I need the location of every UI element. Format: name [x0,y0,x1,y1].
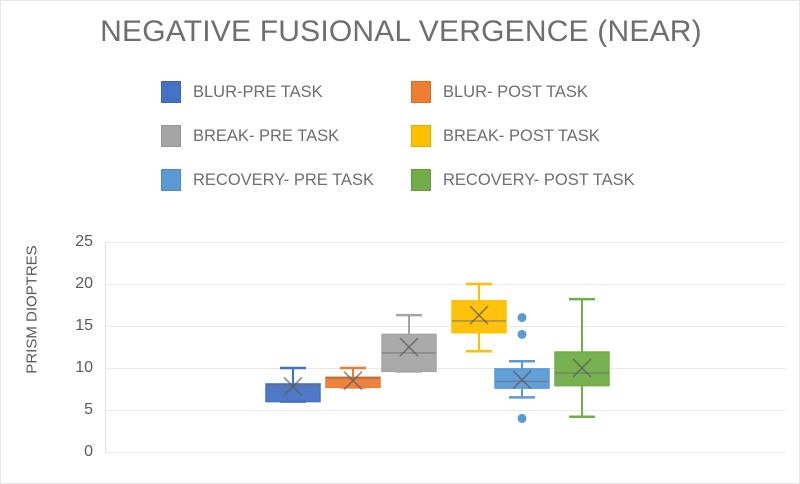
box-plot-1 [265,366,321,403]
legend-item[interactable]: BREAK- PRE TASK [161,123,339,149]
y-axis-tick-label: 0 [84,443,93,460]
legend-label: BREAK- PRE TASK [193,126,340,145]
outlier-point [517,329,527,339]
legend-item[interactable]: BLUR- POST TASK [411,79,588,105]
gridline [105,410,786,411]
y-axis-tick-label: 10 [75,359,93,376]
chart-legend: BLUR-PRE TASK BLUR- POST TASK BREAK- PRE T… [161,79,681,207]
legend-item[interactable]: BREAK- POST TASK [411,123,600,149]
legend-label: BLUR- POST TASK [443,82,588,101]
y-axis-tick-label: 20 [75,275,93,292]
legend-swatch-icon [411,81,431,103]
y-axis-title: PRISM DIOPTRES [23,245,41,374]
plot-top-border [105,242,786,243]
box-plot-2 [325,366,381,391]
mean-marker-x [469,305,489,325]
y-axis-tick-label: 5 [84,401,93,418]
legend-swatch-icon [411,125,431,147]
legend-label: BREAK- POST TASK [443,126,600,145]
legend-swatch-icon [411,169,431,191]
legend-label: BLUR-PRE TASK [193,82,323,101]
legend-swatch-icon [161,169,181,191]
box-iqr [325,376,381,389]
gridline [105,326,786,327]
legend-swatch-icon [161,81,181,103]
gridline [105,452,786,453]
box-plot-series [265,282,610,423]
legend-swatch-icon [161,125,181,147]
box-iqr [451,300,507,334]
y-axis-tick-label: 15 [75,317,93,334]
mean-marker-x [343,370,363,391]
mean-marker-x [283,376,303,397]
y-axis-line [105,242,106,453]
legend-item[interactable]: RECOVERY- POST TASK [411,167,635,193]
plot-area [105,242,786,453]
legend-item[interactable]: RECOVERY- PRE TASK [161,167,374,193]
gridline [105,368,786,369]
box-iqr [265,383,321,403]
legend-item[interactable]: BLUR-PRE TASK [161,79,323,105]
mean-marker-x [572,358,592,378]
box-plot-5 [494,313,550,423]
outlier-point [517,313,527,323]
legend-label: RECOVERY- POST TASK [443,170,635,189]
legend-label: RECOVERY- PRE TASK [193,170,374,189]
mean-marker-x [512,370,532,390]
gridline [105,284,786,285]
outlier-point [517,413,527,423]
box-plot-3 [381,313,437,373]
y-axis-tick-label: 25 [75,233,93,250]
chart-title: NEGATIVE FUSIONAL VERGENCE (NEAR) [100,15,702,48]
mean-marker-x [399,337,419,357]
box-plot-6 [554,297,610,418]
box-plot-4 [451,282,507,353]
